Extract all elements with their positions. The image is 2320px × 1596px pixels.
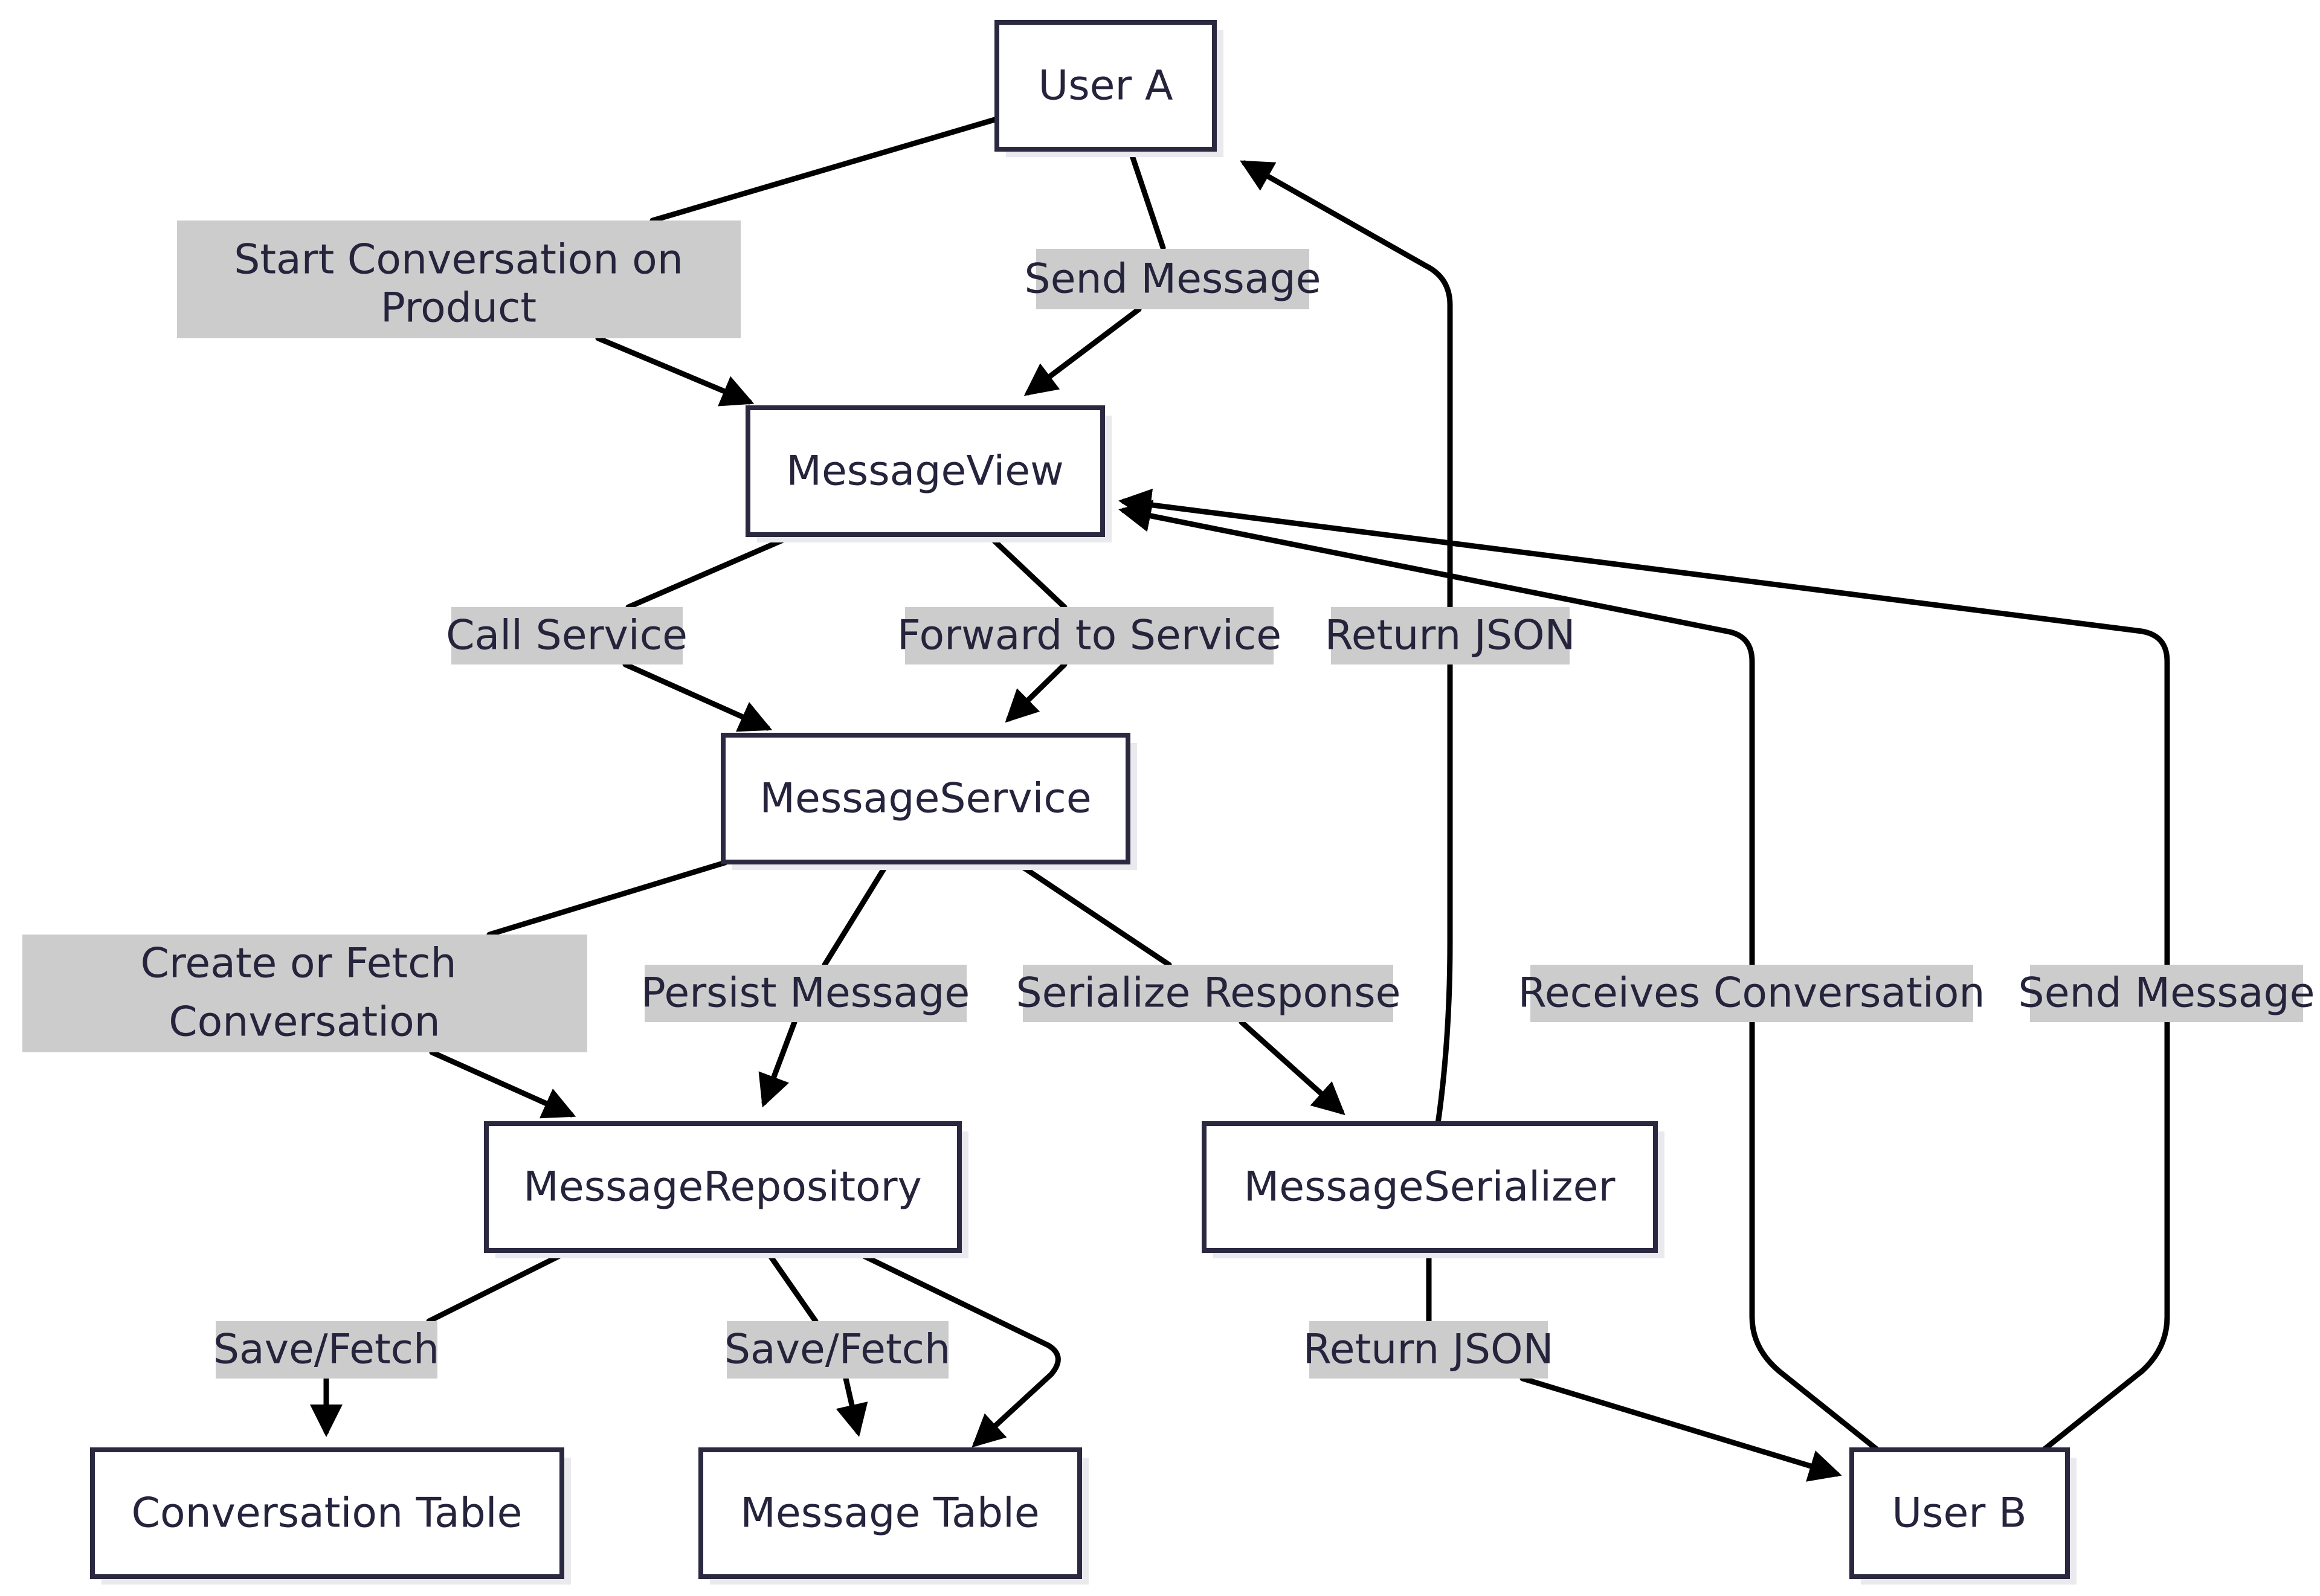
svg-text:Product: Product (381, 285, 536, 332)
node-message-table[interactable]: Message Table (698, 1447, 1089, 1585)
svg-text:Start Conversation on: Start Conversation on (234, 236, 683, 284)
edge-label-create-or-fetch: Create or Fetch Conversation (22, 935, 587, 1052)
svg-text:MessageSerializer: MessageSerializer (1244, 1163, 1616, 1211)
svg-text:Serialize Response: Serialize Response (1016, 970, 1400, 1017)
node-user-b[interactable]: User B (1849, 1447, 2077, 1585)
node-message-repository[interactable]: MessageRepository (484, 1121, 968, 1258)
svg-text:Call Service: Call Service (446, 612, 688, 660)
edge-start-conversation (595, 116, 1000, 402)
svg-text:Save/Fetch: Save/Fetch (213, 1326, 439, 1374)
svg-text:User A: User A (1038, 62, 1173, 110)
edge-label-send-message-a: Send Message (1025, 249, 1321, 309)
svg-text:Message Table: Message Table (740, 1490, 1040, 1537)
svg-text:Conversation Table: Conversation Table (131, 1490, 522, 1537)
edge-persist-message (764, 864, 888, 1102)
node-user-a[interactable]: User A (994, 20, 1223, 157)
edges (326, 116, 2170, 1474)
svg-text:Forward to Service: Forward to Service (897, 612, 1281, 660)
edge-label-send-message-b: Send Message (2019, 965, 2315, 1022)
edge-label-save-fetch-msg: Save/Fetch (724, 1321, 950, 1379)
node-message-view[interactable]: MessageView (746, 405, 1112, 542)
edge-send-message-b (1124, 501, 2170, 1454)
svg-text:MessageService: MessageService (759, 775, 1091, 823)
node-message-service[interactable]: MessageService (721, 733, 1137, 870)
edge-create-or-fetch (429, 860, 728, 1115)
edge-receives-conversation (1124, 510, 1882, 1454)
svg-text:Create or Fetch: Create or Fetch (140, 940, 456, 988)
edge-label-forward-to-service: Forward to Service (897, 607, 1281, 664)
edge-return-json-a (1245, 163, 1453, 1127)
svg-text:User B: User B (1892, 1490, 2026, 1537)
edge-save-fetch-msg (764, 1249, 858, 1432)
edge-label-serialize-response: Serialize Response (1016, 965, 1401, 1022)
edge-label-save-fetch-conv: Save/Fetch (213, 1321, 439, 1379)
edge-repository-to-message-table (852, 1249, 1061, 1448)
svg-text:Save/Fetch: Save/Fetch (724, 1326, 950, 1374)
svg-text:MessageView: MessageView (786, 448, 1063, 495)
svg-text:Receives Conversation: Receives Conversation (1518, 970, 1985, 1017)
svg-text:Send Message: Send Message (1025, 256, 1321, 303)
edge-label-return-json-a: Return JSON (1325, 607, 1576, 664)
edge-label-start-conversation: Start Conversation on Product (177, 220, 741, 338)
svg-text:Return JSON: Return JSON (1303, 1326, 1554, 1374)
svg-text:Return JSON: Return JSON (1325, 612, 1576, 660)
edge-label-receives-conversation: Receives Conversation (1518, 965, 1985, 1022)
node-conversation-table[interactable]: Conversation Table (90, 1447, 571, 1585)
svg-text:Send Message: Send Message (2019, 970, 2315, 1017)
edge-save-fetch-conv (326, 1249, 571, 1432)
svg-text:Persist Message: Persist Message (641, 970, 970, 1017)
edge-label-call-service: Call Service (446, 607, 688, 664)
edge-forward-to-service (991, 535, 1068, 719)
edge-label-persist-message: Persist Message (641, 965, 970, 1022)
svg-text:Conversation: Conversation (169, 999, 440, 1046)
edge-return-json-b (1426, 1249, 1837, 1474)
edge-send-message-a (1028, 146, 1166, 393)
edge-serialize-response (1015, 861, 1341, 1112)
edge-call-service (622, 535, 788, 728)
svg-text:MessageRepository: MessageRepository (523, 1163, 922, 1211)
node-message-serializer[interactable]: MessageSerializer (1202, 1121, 1664, 1258)
edge-label-return-json-b: Return JSON (1303, 1321, 1554, 1379)
